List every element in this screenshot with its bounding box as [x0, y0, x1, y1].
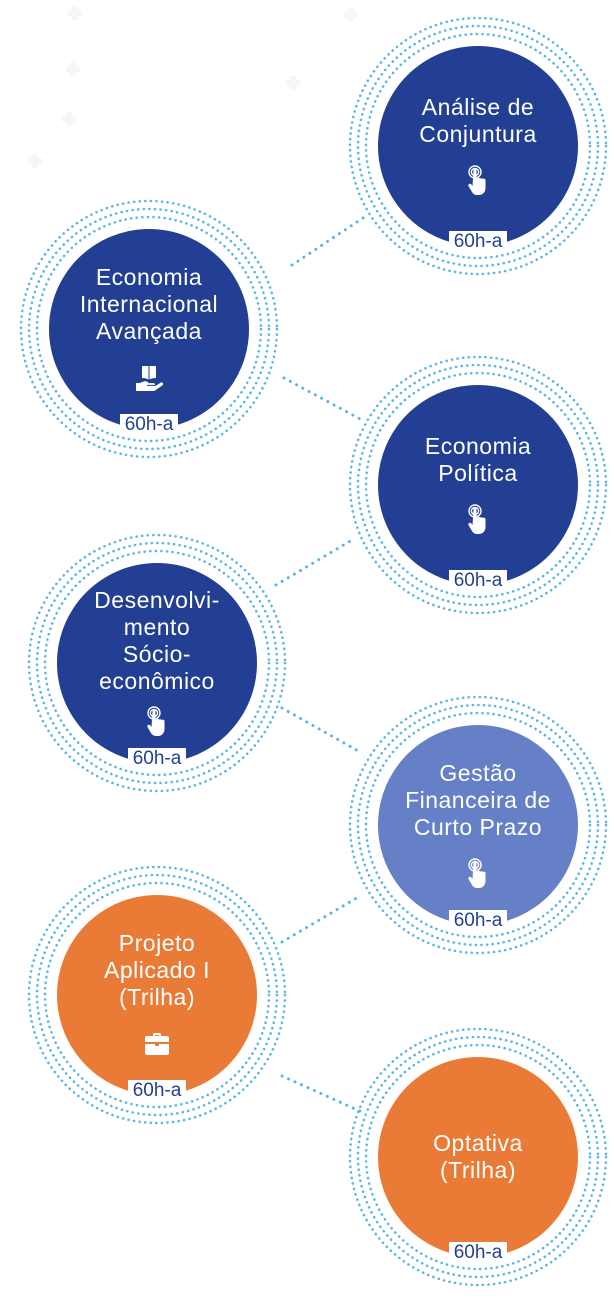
course-title-line: mento: [123, 614, 191, 640]
course-node-desenvolvimento-socioeconomico[interactable]: Desenvolvi- mento Sócio- econômico 60h-a: [22, 528, 292, 798]
course-title-line: Análise de: [421, 94, 535, 120]
course-disc[interactable]: Desenvolvi- mento Sócio- econômico: [57, 563, 257, 763]
course-title: Economia Internacional Avançada: [80, 264, 218, 345]
course-title: Desenvolvi- mento Sócio- econômico: [94, 587, 220, 695]
course-title-line: Política: [438, 460, 518, 486]
course-title-line: Aplicado I: [103, 956, 210, 983]
course-title-line: Conjuntura: [419, 121, 537, 147]
course-hours: 60h-a: [14, 414, 284, 435]
course-title-line: Internacional: [79, 290, 219, 317]
course-node-analise-de-conjuntura[interactable]: Análise de Conjuntura 60h-a: [343, 11, 613, 281]
course-hours: 60h-a: [22, 748, 292, 769]
course-title-line: Economia: [95, 263, 203, 290]
course-disc[interactable]: Gestão Financeira de Curto Prazo: [378, 725, 578, 925]
dotted-rings: [348, 16, 608, 276]
course-title-line: Projeto: [118, 929, 196, 956]
tap-icon[interactable]: [463, 857, 493, 891]
tap-icon[interactable]: [463, 503, 493, 537]
book-hand-icon: [136, 365, 164, 391]
dotted-rings: [27, 533, 287, 793]
briefcase-icon: [145, 1032, 169, 1055]
course-title-line: Economia: [424, 433, 532, 459]
course-disc[interactable]: Projeto Aplicado I (Trilha): [57, 895, 257, 1095]
course-title-line: Avançada: [96, 317, 202, 344]
course-hours: 60h-a: [22, 1080, 292, 1101]
course-title: Análise de Conjuntura: [419, 94, 537, 148]
course-title-line: (Trilha): [119, 983, 195, 1010]
dotted-rings: [348, 1027, 608, 1287]
course-node-economia-internacional-avancada[interactable]: Economia Internacional Avançada 60h-a: [14, 194, 284, 464]
course-hours: 60h-a: [343, 231, 613, 252]
tap-icon[interactable]: [142, 705, 172, 739]
course-node-economia-politica[interactable]: Economia Política 60h-a: [343, 350, 613, 620]
course-title-line: Sócio-: [122, 641, 192, 667]
course-node-optativa[interactable]: Optativa (Trilha) 60h-a: [343, 1022, 613, 1292]
course-title-line: econômico: [99, 668, 215, 694]
course-disc[interactable]: Optativa (Trilha): [378, 1057, 578, 1257]
course-title: Gestão Financeira de Curto Prazo: [405, 760, 551, 841]
course-hours: 60h-a: [343, 910, 613, 931]
dotted-rings: [348, 355, 608, 615]
tap-icon[interactable]: [463, 164, 493, 198]
course-title-line: (Trilha): [440, 1157, 516, 1183]
dotted-rings: [348, 695, 608, 955]
course-title: Economia Política: [425, 433, 531, 487]
course-title-line: Desenvolvi-: [94, 587, 220, 613]
course-hours: 60h-a: [343, 1242, 613, 1263]
dotted-rings: [27, 865, 287, 1125]
course-node-projeto-aplicado-i[interactable]: Projeto Aplicado I (Trilha) 60h-a: [22, 860, 292, 1130]
course-hours: 60h-a: [343, 570, 613, 591]
course-title: Projeto Aplicado I (Trilha): [104, 930, 210, 1011]
course-title-line: Curto Prazo: [413, 813, 543, 840]
course-disc[interactable]: Análise de Conjuntura: [378, 46, 578, 246]
course-title-line: Financeira de: [405, 786, 551, 813]
dotted-rings: [19, 199, 279, 459]
course-node-gestao-financeira-de-curto-prazo[interactable]: Gestão Financeira de Curto Prazo 60h-a: [343, 690, 613, 960]
course-title: Optativa (Trilha): [433, 1130, 523, 1184]
course-disc[interactable]: Economia Internacional Avançada: [49, 229, 249, 429]
course-disc[interactable]: Economia Política: [378, 385, 578, 585]
course-title-line: Optativa: [433, 1130, 523, 1156]
course-title-line: Gestão: [439, 759, 517, 786]
